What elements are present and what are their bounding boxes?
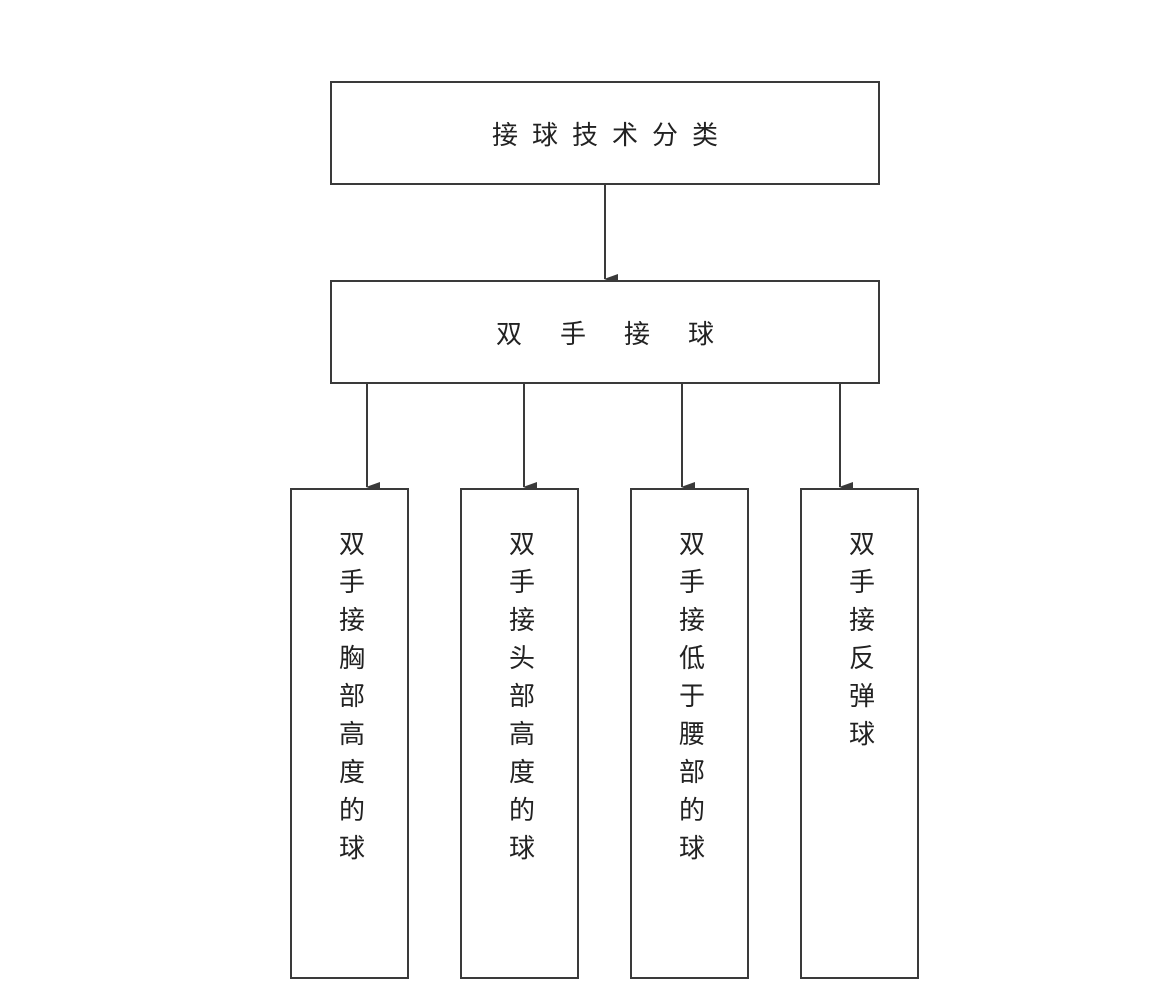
leaf-node-chest-height: 双手接胸部高度的球 xyxy=(290,488,409,979)
middle-node: 双手接球 xyxy=(330,280,880,384)
leaf-node-below-waist: 双手接低于腰部的球 xyxy=(630,488,749,979)
root-node: 接球技术分类 xyxy=(330,81,880,185)
middle-node-label: 双手接球 xyxy=(495,319,752,350)
leaf-node-label: 双手接低于腰部的球 xyxy=(674,530,705,872)
leaf-node-label: 双手接反弹球 xyxy=(844,530,875,758)
leaf-node-label: 双手接胸部高度的球 xyxy=(334,530,365,872)
leaf-node-head-height: 双手接头部高度的球 xyxy=(460,488,579,979)
leaf-node-bounce-ball: 双手接反弹球 xyxy=(800,488,919,979)
leaf-node-label: 双手接头部高度的球 xyxy=(504,530,535,872)
root-node-label: 接球技术分类 xyxy=(491,120,732,151)
